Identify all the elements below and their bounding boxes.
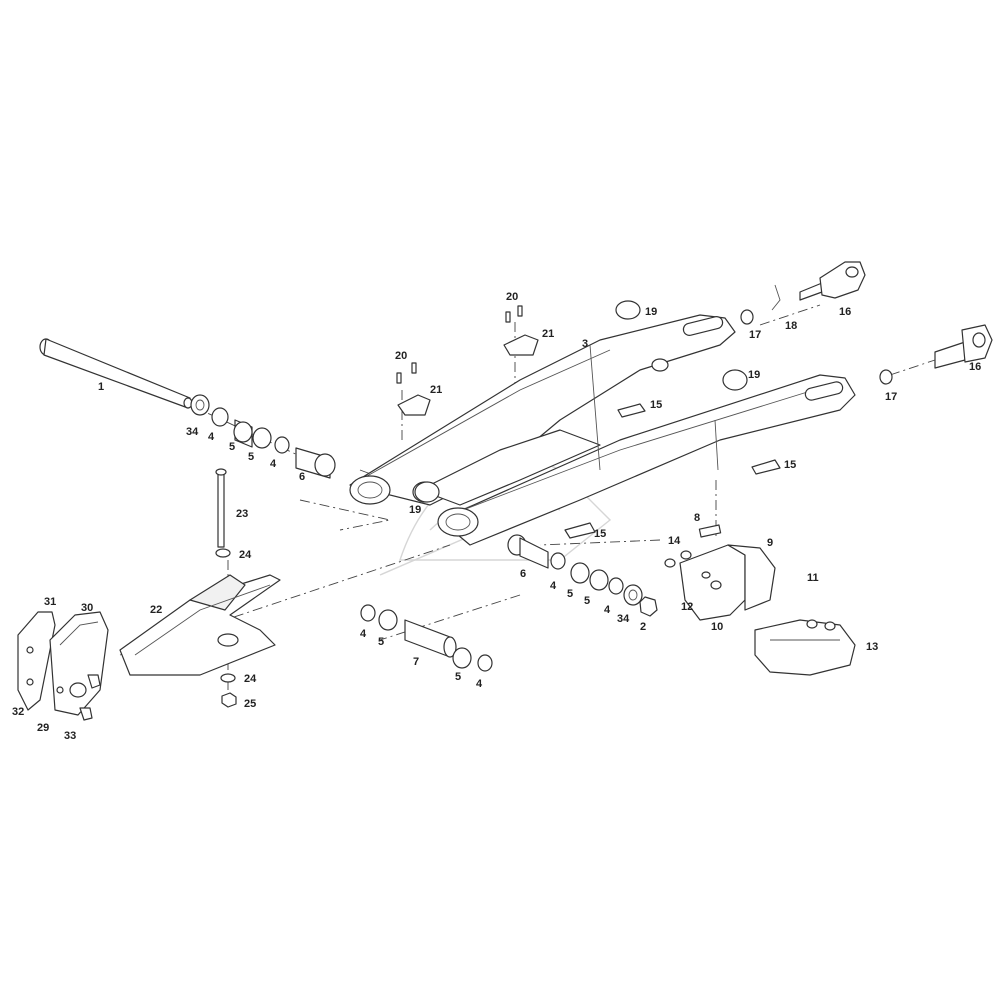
callout-29: 29 xyxy=(37,722,49,734)
callout-7: 7 xyxy=(413,656,419,668)
caliper-bracket-set xyxy=(664,524,856,676)
callout-6: 6 xyxy=(520,568,526,580)
callout-22: 22 xyxy=(150,604,162,616)
callout-24: 24 xyxy=(244,673,257,685)
swingarm-icon xyxy=(349,314,856,546)
callout-4: 4 xyxy=(270,458,277,470)
callout-4: 4 xyxy=(360,628,367,640)
callout-21: 21 xyxy=(542,328,554,340)
callout-11: 11 xyxy=(807,572,819,584)
axle-adjuster-set xyxy=(740,261,993,385)
pivot-axle-icon xyxy=(39,338,193,409)
chain-pad-set xyxy=(564,403,781,539)
callout-32: 32 xyxy=(12,706,24,718)
callout-5: 5 xyxy=(248,451,254,463)
plug-set xyxy=(414,300,748,503)
left-pivot-bearing-stack xyxy=(190,394,336,479)
callout-34: 34 xyxy=(617,613,630,625)
lower-bushing-stack xyxy=(360,604,493,672)
callout-5: 5 xyxy=(567,588,573,600)
callout-4: 4 xyxy=(208,431,215,443)
callout-31: 31 xyxy=(44,596,56,608)
callout-17: 17 xyxy=(749,329,761,341)
callout-15: 15 xyxy=(594,528,606,540)
callout-19: 19 xyxy=(409,504,421,516)
right-pivot-bearing-stack xyxy=(507,534,658,617)
callout-labels: 1 2 3 4 4 4 4 4 4 5 5 5 5 5 5 6 6 7 8 9 … xyxy=(12,291,981,742)
callout-1: 1 xyxy=(98,381,104,393)
callout-4: 4 xyxy=(476,678,483,690)
callout-15: 15 xyxy=(650,399,662,411)
callout-25: 25 xyxy=(244,698,256,710)
callout-19: 19 xyxy=(748,369,760,381)
callout-15: 15 xyxy=(784,459,796,471)
callout-16: 16 xyxy=(969,361,981,373)
callout-5: 5 xyxy=(455,671,461,683)
callout-16: 16 xyxy=(839,306,851,318)
chain-slider-icon xyxy=(119,574,281,676)
callout-4: 4 xyxy=(550,580,557,592)
callout-20: 20 xyxy=(395,350,407,362)
callout-17: 17 xyxy=(885,391,897,403)
callout-33: 33 xyxy=(64,730,76,742)
callout-20: 20 xyxy=(506,291,518,303)
brake-hose-clamp-set xyxy=(396,305,539,416)
callout-23: 23 xyxy=(236,508,248,520)
callout-8: 8 xyxy=(694,512,700,524)
callout-13: 13 xyxy=(866,641,878,653)
callout-12: 12 xyxy=(681,601,693,613)
callout-5: 5 xyxy=(229,441,235,453)
callout-30: 30 xyxy=(81,602,93,614)
callout-3: 3 xyxy=(582,338,588,350)
callout-5: 5 xyxy=(584,595,590,607)
callout-5: 5 xyxy=(378,636,384,648)
callout-2: 2 xyxy=(640,621,646,633)
callout-9: 9 xyxy=(767,537,773,549)
callout-6: 6 xyxy=(299,471,305,483)
callout-24: 24 xyxy=(239,549,252,561)
callout-19: 19 xyxy=(645,306,657,318)
callout-34: 34 xyxy=(186,426,199,438)
callout-18: 18 xyxy=(785,320,797,332)
callout-10: 10 xyxy=(711,621,723,633)
slider-bolt-set xyxy=(215,468,237,708)
callout-4: 4 xyxy=(604,604,611,616)
callout-14: 14 xyxy=(668,535,681,547)
callout-21: 21 xyxy=(430,384,442,396)
chain-guide-icon xyxy=(17,611,109,721)
